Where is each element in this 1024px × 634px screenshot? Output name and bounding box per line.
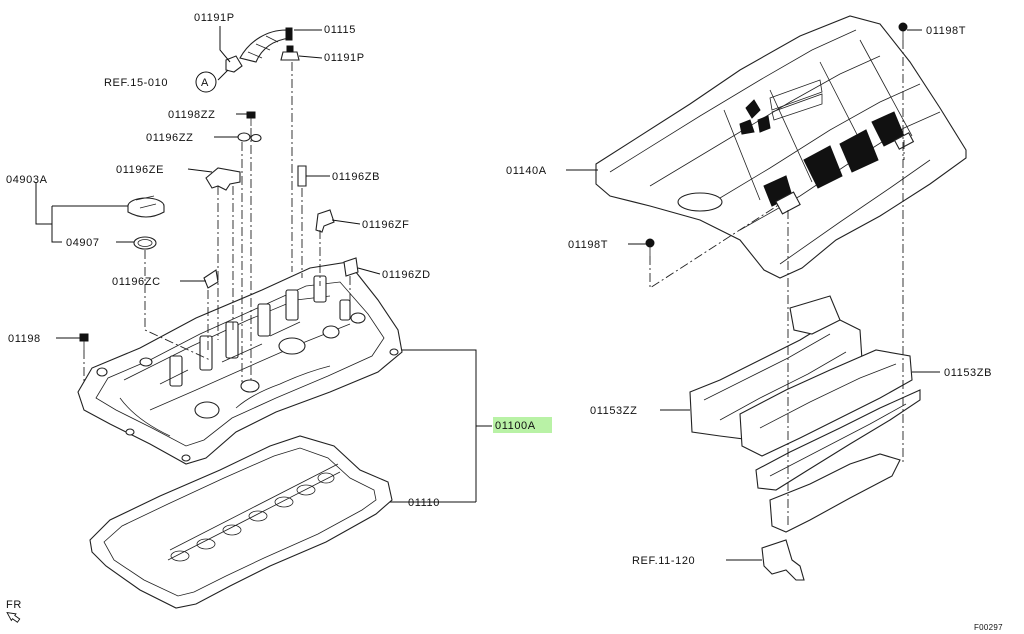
callout-01196ze[interactable]: 01196ZE xyxy=(116,164,164,176)
callout-01110[interactable]: 01110 xyxy=(408,497,440,509)
bracket-01196zb-part[interactable] xyxy=(297,165,307,187)
oil-filler-cap-part[interactable] xyxy=(127,195,165,218)
callout-01196zc[interactable]: 01196ZC xyxy=(112,276,161,288)
highlight-box xyxy=(493,417,552,433)
callout-01196zb[interactable]: 01196ZB xyxy=(332,171,380,183)
hose-clamp-part[interactable] xyxy=(225,55,243,73)
front-arrow-icon xyxy=(6,611,21,623)
filler-cap-gasket-part[interactable] xyxy=(133,236,157,250)
callout-01115[interactable]: 01115 xyxy=(324,24,356,36)
bracket-01196zd-part[interactable] xyxy=(343,257,359,277)
callout-01198t-top[interactable]: 01198T xyxy=(926,25,966,37)
hose-clamp-right-part[interactable] xyxy=(280,45,300,61)
assembly-centerlines-left xyxy=(83,62,351,384)
callout-01198t-left[interactable]: 01198T xyxy=(568,239,608,251)
callout-04903a[interactable]: 04903A xyxy=(6,174,48,186)
callout-04907[interactable]: 04907 xyxy=(66,237,100,249)
callout-01191p-top[interactable]: 01191P xyxy=(194,12,235,24)
callout-01191p-right[interactable]: 01191P xyxy=(324,52,365,64)
cover-bolt-left-part[interactable] xyxy=(645,238,655,256)
callout-ref-11-120[interactable]: REF.11-120 xyxy=(632,555,695,567)
callout-01198zz[interactable]: 01198ZZ xyxy=(168,109,215,121)
insulator-01153zb-part[interactable] xyxy=(739,349,921,581)
callout-labels: 01191P 01115 01191P REF.15-010 01198ZZ 0… xyxy=(6,12,992,567)
bracket-01196ze-part[interactable] xyxy=(205,167,241,191)
bracket-01196zf-part[interactable] xyxy=(315,209,335,233)
bolt-01198-part[interactable] xyxy=(79,333,89,350)
valve-cover-part[interactable] xyxy=(77,261,403,465)
callout-01196zz[interactable]: 01196ZZ xyxy=(146,132,193,144)
washer-01196zz-part[interactable] xyxy=(237,132,262,143)
bracket-01196zc-part[interactable] xyxy=(203,269,219,289)
callout-01153zb[interactable]: 01153ZB xyxy=(944,367,992,379)
assembly-centerlines-right xyxy=(649,40,905,526)
callout-ref-15-010[interactable]: REF.15-010 xyxy=(104,77,168,89)
figure-code: F00297 xyxy=(974,623,1003,632)
callout-01198[interactable]: 01198 xyxy=(8,333,41,345)
bolt-01198zz-part[interactable] xyxy=(246,111,256,126)
leader-lines xyxy=(35,26,940,561)
callout-01196zf[interactable]: 01196ZF xyxy=(362,219,409,231)
callout-01196zd[interactable]: 01196ZD xyxy=(382,269,431,281)
callout-01153zz[interactable]: 01153ZZ xyxy=(590,405,637,417)
reference-circle-a: A xyxy=(195,71,217,93)
svg-text:FR: FR xyxy=(6,599,22,611)
engine-cover-part[interactable] xyxy=(595,15,967,279)
callout-01100a[interactable]: 01100A xyxy=(495,420,536,432)
breather-hose-part[interactable] xyxy=(239,27,293,63)
svg-text:A: A xyxy=(201,77,209,89)
cover-bolt-top-part[interactable] xyxy=(898,22,908,40)
callout-01140a[interactable]: 01140A xyxy=(506,165,547,177)
front-direction-marker: FR xyxy=(6,599,22,623)
valve-cover-gasket-part[interactable] xyxy=(89,435,393,609)
